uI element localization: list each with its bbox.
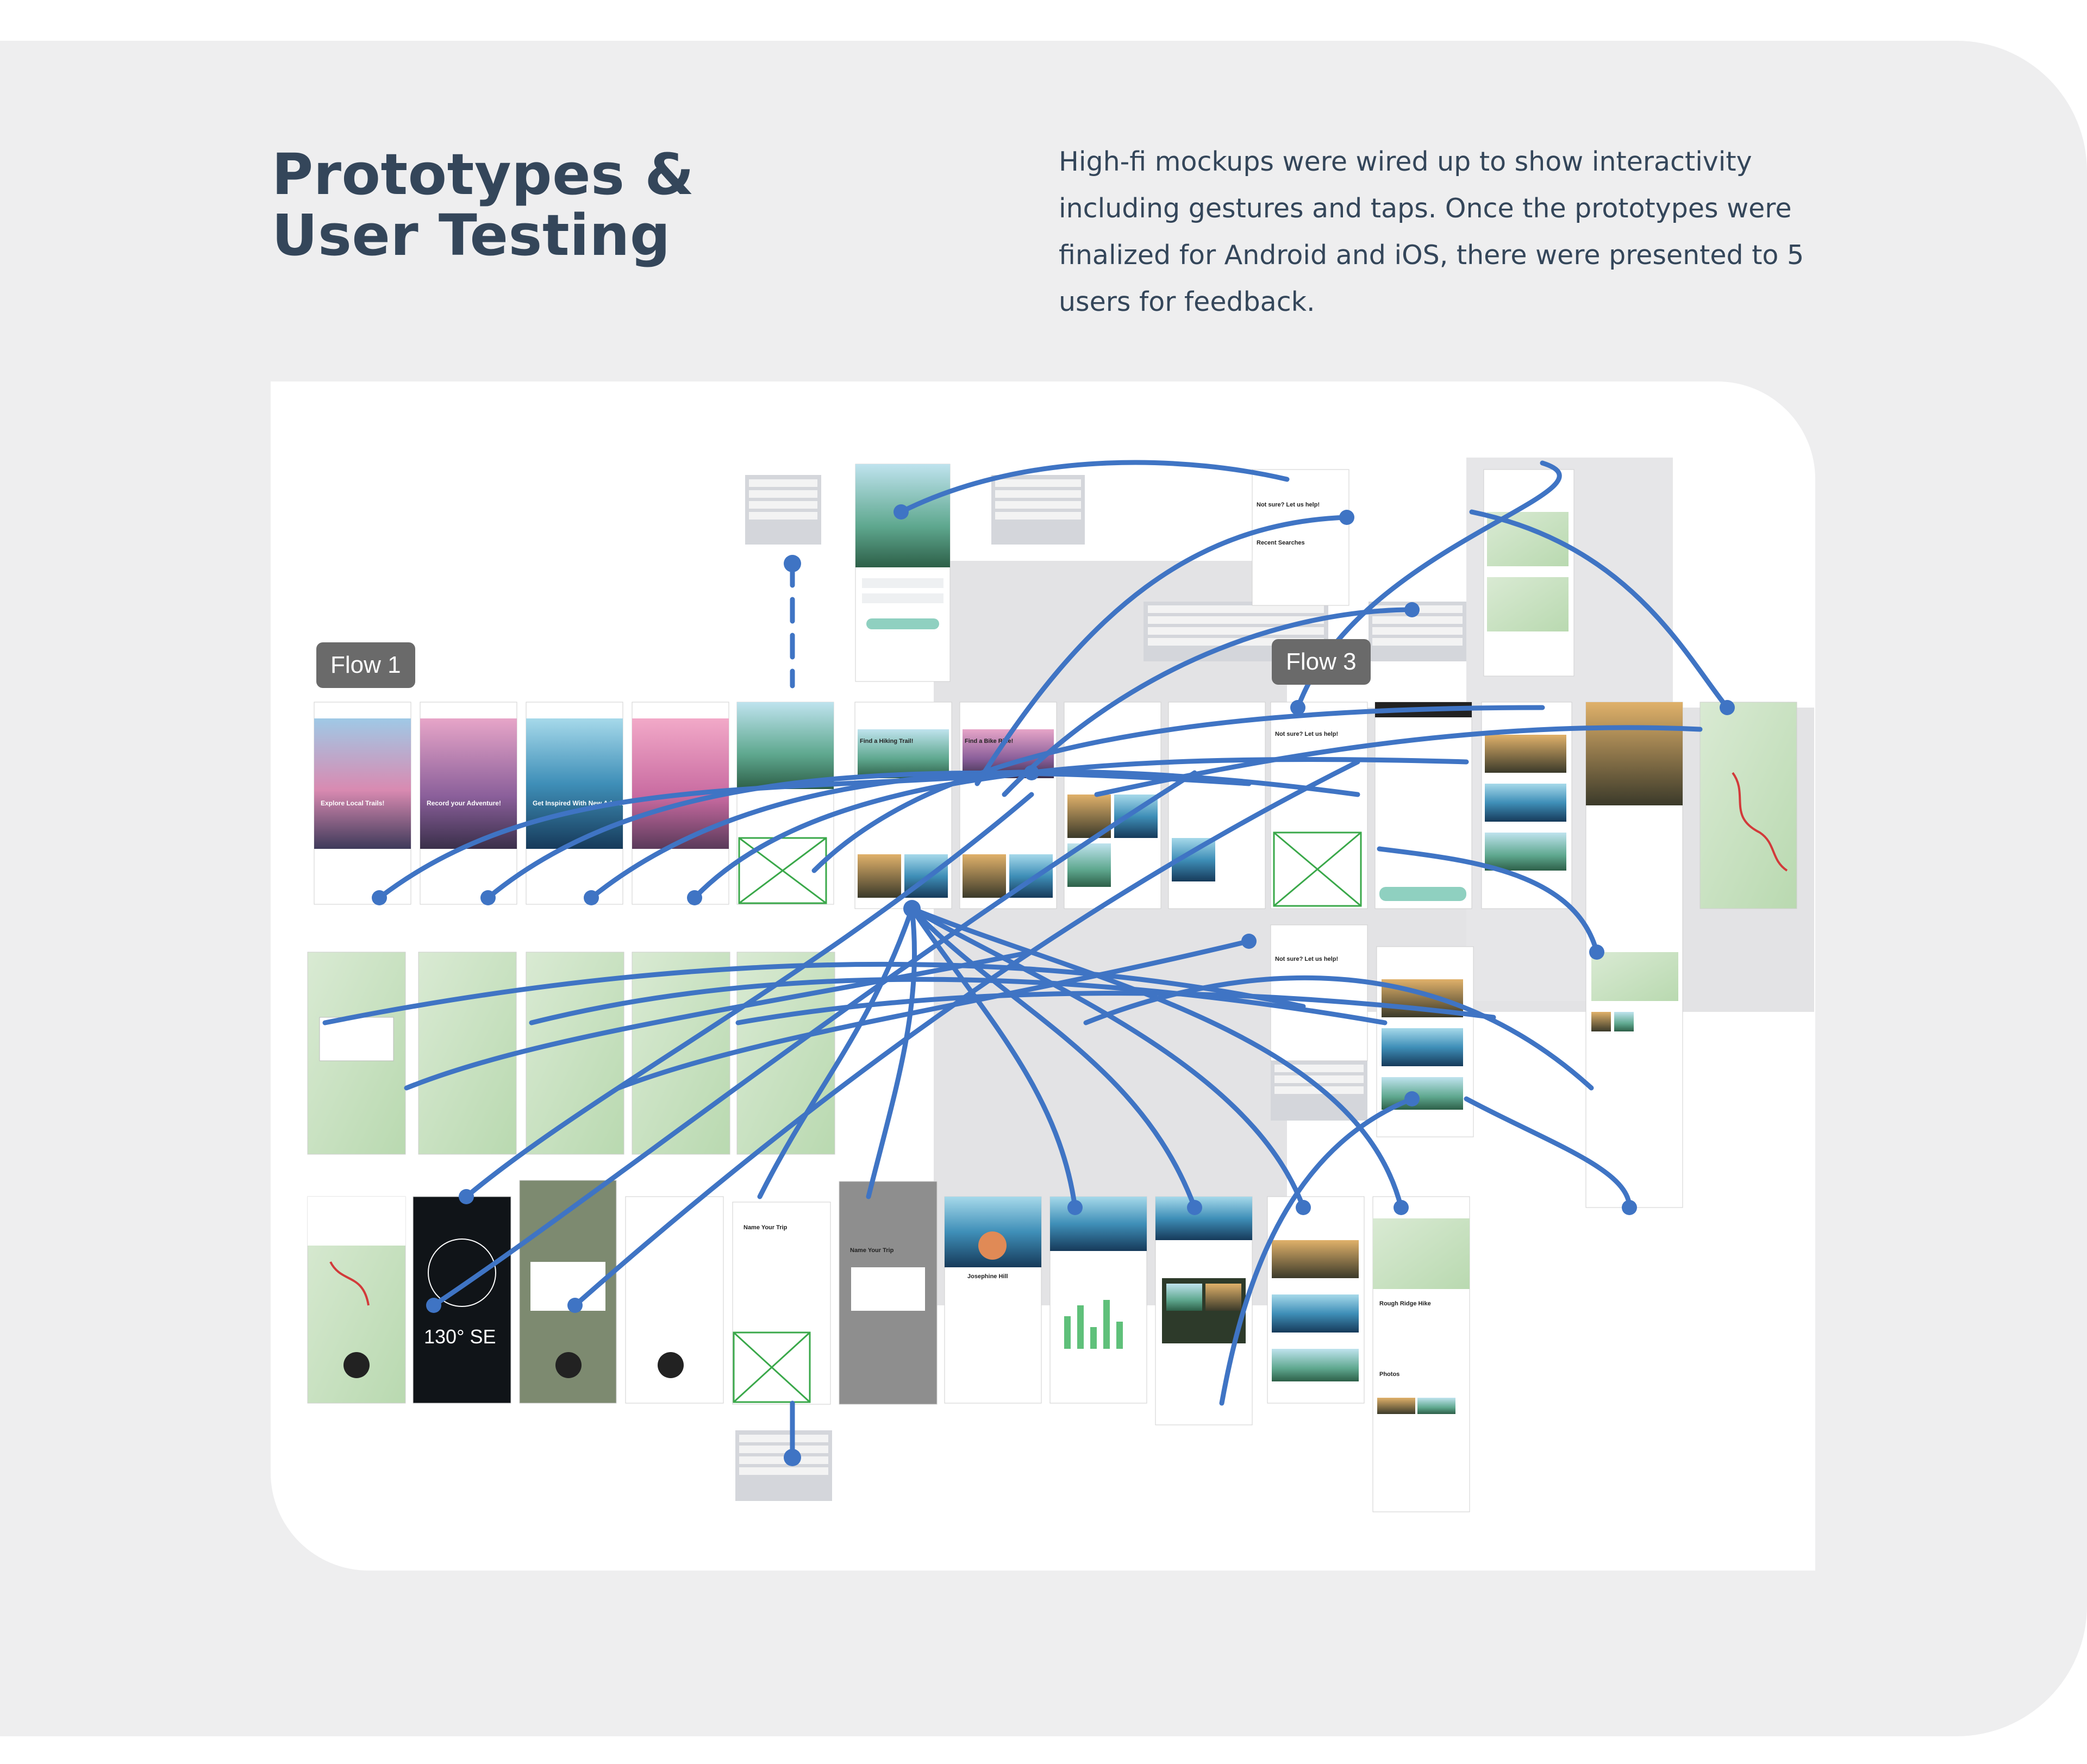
- onboarding-screen-1: Explore Local Trails!: [314, 702, 411, 904]
- map-screen-right: [1700, 702, 1797, 909]
- record-screen-4: [626, 1197, 723, 1403]
- hike-detail-photos: Photos: [1379, 1371, 1399, 1378]
- name-trip-screen: Name Your Trip: [733, 1202, 830, 1404]
- filter-screen: [1375, 702, 1472, 909]
- search-prompt-top: Not sure? Let us help!: [1257, 502, 1320, 508]
- trip-title-1: Name Your Trip: [743, 1224, 788, 1231]
- section-description: High-fi mockups were wired up to show in…: [1059, 139, 1863, 326]
- hike-detail-screen: Rough Ridge Hike Photos: [1373, 1197, 1470, 1512]
- trail-list-screen: [1267, 1197, 1364, 1403]
- profile-name: Josephine Hill: [967, 1273, 1008, 1280]
- onboarding-title-1: Explore Local Trails!: [321, 799, 384, 807]
- onboarding-title-2: Record your Adventure!: [427, 799, 501, 807]
- keyboard-top-2: [991, 475, 1085, 545]
- search-screen-mid: Not sure? Let us help!: [1271, 702, 1367, 909]
- search-recent-top: Recent Searches: [1257, 540, 1305, 546]
- onboarding-screen-2: Record your Adventure!: [420, 702, 517, 904]
- trip-title-2: Name Your Trip: [850, 1247, 894, 1254]
- keyboard-bottom: [735, 1430, 832, 1501]
- search-prompt-mid: Not sure? Let us help!: [1275, 731, 1338, 737]
- compass-heading: 130° SE: [424, 1325, 496, 1348]
- collection-screen: [1155, 1197, 1252, 1425]
- keyboard-mid: [1271, 1061, 1367, 1121]
- map-screen-4: [632, 952, 730, 1154]
- compass-screen: 130° SE: [413, 1197, 511, 1403]
- search-screen-low: Not sure? Let us help!: [1271, 925, 1367, 1061]
- profile-screen: Josephine Hill: [945, 1197, 1041, 1403]
- results-screen-top: [1484, 470, 1574, 676]
- flow-3-label: Flow 3: [1272, 639, 1371, 685]
- map-screen-2: [418, 952, 516, 1154]
- section-title: Prototypes & User Testing: [272, 144, 694, 266]
- title-line-1: Prototypes &: [272, 144, 694, 205]
- flow-1-label: Flow 1: [316, 642, 415, 688]
- map-screen-1: [308, 952, 405, 1154]
- search-screen-top: Not sure? Let us help! Recent Searches: [1252, 470, 1349, 605]
- home-title-hike: Find a Hiking Trail!: [860, 738, 913, 745]
- title-line-2: User Testing: [272, 205, 694, 266]
- record-screen-1: [308, 1197, 405, 1403]
- prototype-flow-diagram: Explore Local Trails! Record your Advent…: [271, 381, 1815, 1571]
- keyboard-top-1: [745, 475, 821, 545]
- stats-screen: [1050, 1197, 1147, 1403]
- home-screen-4: [1169, 702, 1265, 909]
- search-prompt-low: Not sure? Let us help!: [1275, 956, 1338, 962]
- name-trip-modal-screen: Name Your Trip: [839, 1181, 937, 1404]
- hike-detail-title: Rough Ridge Hike: [1379, 1300, 1431, 1307]
- prototype-canvas: Explore Local Trails! Record your Advent…: [271, 381, 1815, 1571]
